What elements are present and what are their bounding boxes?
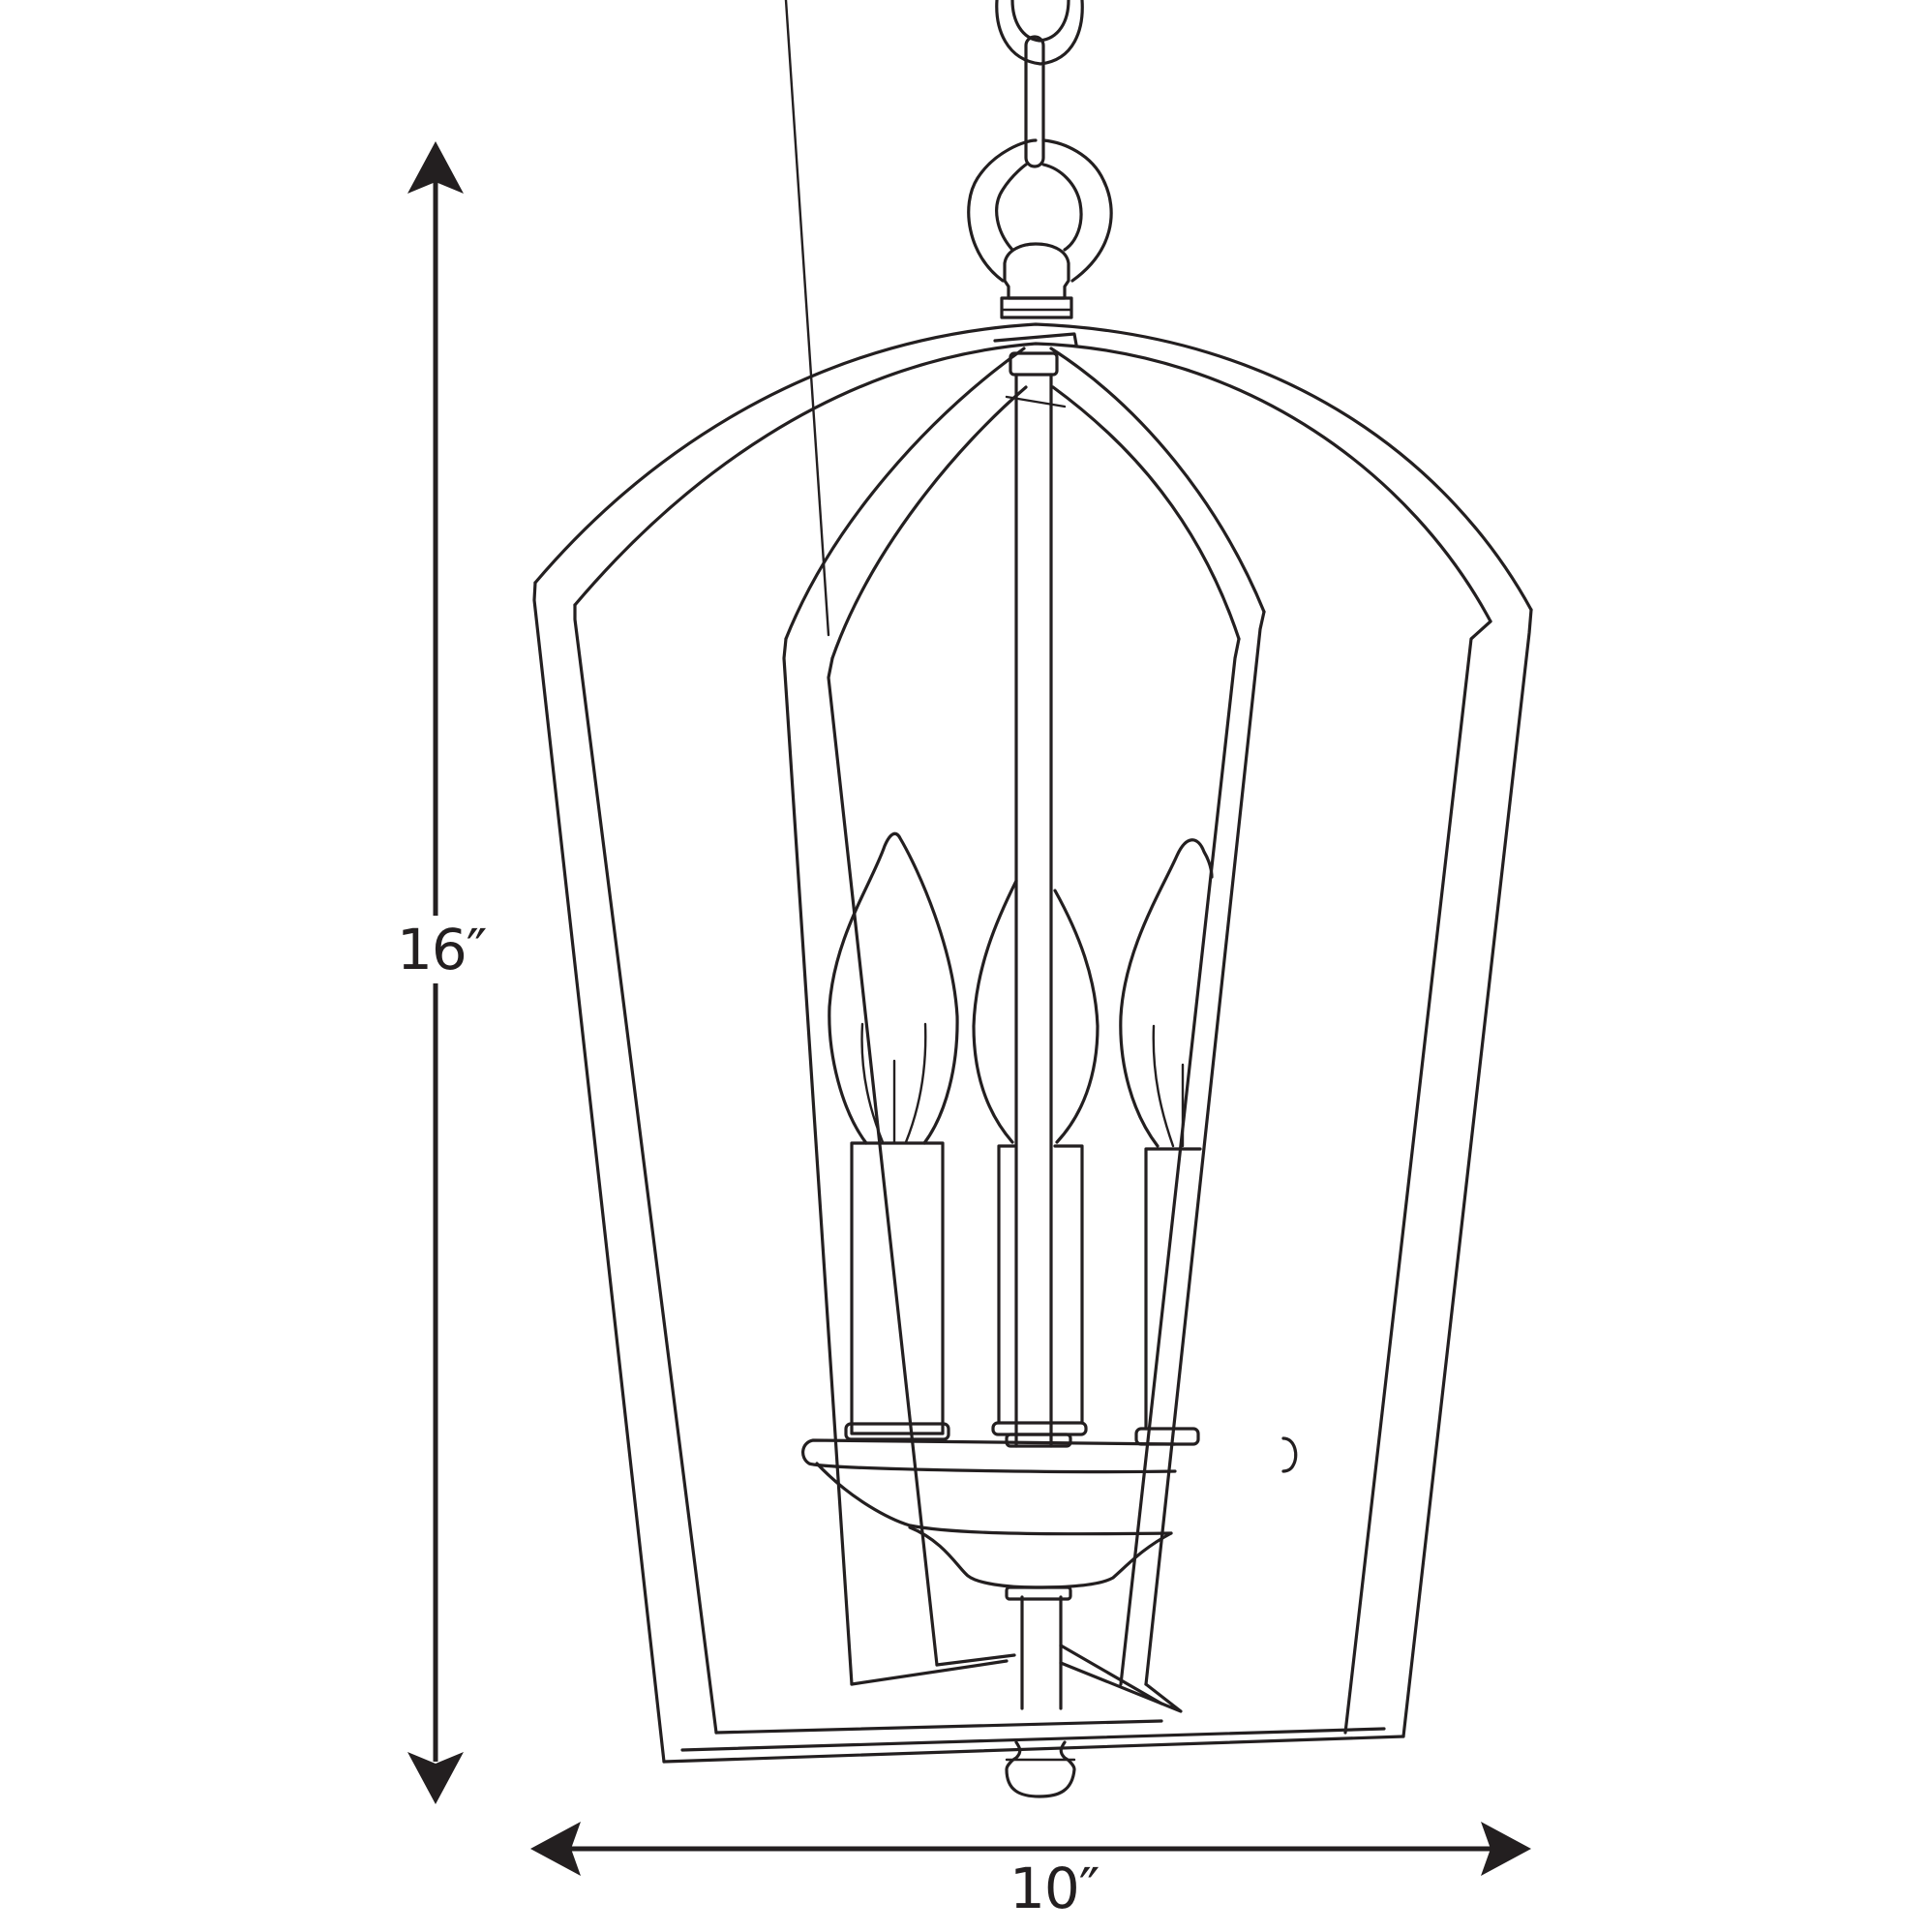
bottom-finial (1005, 1740, 1076, 1798)
bobeche-cup (801, 1436, 1298, 1589)
arrow-left-icon (530, 1822, 581, 1876)
arrow-up-icon (407, 141, 464, 194)
left-candle-sleeve (844, 1141, 950, 1441)
right-candle-sleeve (1134, 1147, 1202, 1446)
center-candle-sleeve (991, 1144, 1088, 1448)
chain-link (995, 0, 1084, 168)
center-candle-bulb (972, 879, 1100, 1144)
arrow-down-icon (407, 1752, 464, 1804)
canopy-cap (1000, 242, 1073, 319)
inner-cage-frame (782, 0, 1266, 1713)
outer-cage-frame (532, 322, 1533, 1764)
center-stem (1005, 351, 1072, 1710)
left-candle-bulb (828, 831, 959, 1145)
height-dimension-label: 16″ (395, 916, 489, 983)
hanging-loop (967, 138, 1113, 283)
width-dimension-label: 10″ (1009, 1856, 1100, 1921)
arrow-right-icon (1481, 1822, 1531, 1876)
width-dimension (530, 1822, 1531, 1876)
right-candle-bulb (1119, 838, 1214, 1148)
